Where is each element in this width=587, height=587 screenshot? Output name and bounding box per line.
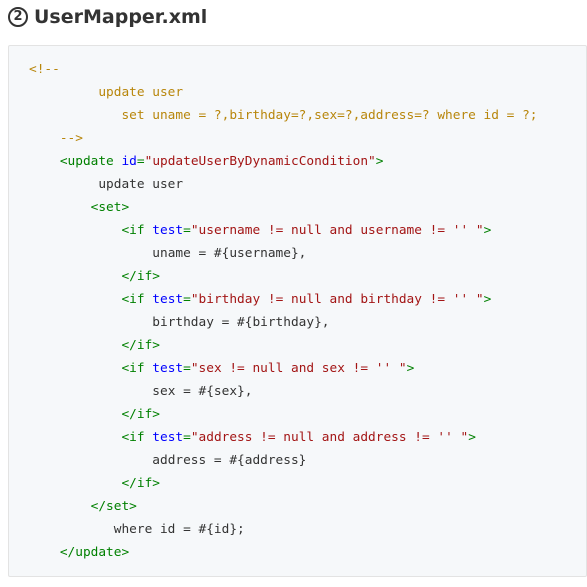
code-indent (29, 177, 98, 192)
circled-number-badge: 2 (8, 7, 28, 27)
code-token: <if (121, 223, 153, 238)
code-indent (29, 315, 152, 330)
code-token: test (152, 292, 184, 307)
code-line: </set> (29, 495, 538, 518)
code-line: </if> (29, 403, 538, 426)
code-token: = (136, 154, 145, 169)
code-line: birthday = #{birthday}, (29, 311, 538, 334)
code-token: test (152, 223, 184, 238)
code-token: id (121, 154, 137, 169)
code-line: --> (29, 127, 538, 150)
code-token: <if (121, 361, 153, 376)
code-token: </if> (121, 338, 160, 353)
code-indent (29, 545, 60, 560)
code-line: <!-- (29, 58, 538, 81)
code-indent (29, 453, 152, 468)
code-indent (29, 499, 91, 514)
code-indent (29, 407, 121, 422)
code-line: </if> (29, 265, 538, 288)
code-token: set uname = ?,birthday=?,sex=?,address=?… (121, 108, 538, 123)
code-token: <!-- (29, 62, 60, 77)
code-line: uname = #{username}, (29, 242, 538, 265)
code-token: "sex != null and sex != '' " (190, 361, 407, 376)
code-token: "updateUserByDynamicCondition" (144, 154, 376, 169)
code-token: where id = #{id}; (113, 522, 245, 537)
code-token: "address != null and address != '' " (190, 430, 469, 445)
code-token: <if (121, 430, 153, 445)
code-line: update user (29, 81, 538, 104)
code-token: = (183, 223, 191, 238)
code-token: <if (121, 292, 153, 307)
code-content[interactable]: <!-- update user set uname = ?,birthday=… (29, 58, 538, 564)
code-line: </update> (29, 541, 538, 564)
code-line: sex = #{sex}, (29, 380, 538, 403)
code-token: test (152, 361, 184, 376)
code-token: > (468, 430, 476, 445)
code-indent (29, 269, 121, 284)
code-token: "username != null and username != '' " (190, 223, 484, 238)
code-indent (29, 292, 121, 307)
code-indent (29, 200, 91, 215)
code-token: = (183, 292, 191, 307)
code-line: <set> (29, 196, 538, 219)
code-line: <update id="updateUserByDynamicCondition… (29, 150, 538, 173)
code-indent (29, 430, 121, 445)
code-indent (29, 384, 152, 399)
section-heading: 2 UserMapper.xml (8, 4, 207, 30)
code-token: birthday = #{birthday}, (152, 315, 330, 330)
code-indent (29, 338, 121, 353)
file-title: UserMapper.xml (34, 6, 208, 28)
code-indent (29, 476, 121, 491)
code-token: > (375, 154, 384, 169)
code-line: update user (29, 173, 538, 196)
code-token: = (183, 430, 191, 445)
code-block[interactable]: <!-- update user set uname = ?,birthday=… (8, 45, 587, 577)
code-token: test (152, 430, 184, 445)
code-indent (29, 154, 60, 169)
code-line: <if test="username != null and username … (29, 219, 538, 242)
code-token: </set> (90, 499, 137, 514)
code-indent (29, 361, 121, 376)
code-line: address = #{address} (29, 449, 538, 472)
code-line: where id = #{id}; (29, 518, 538, 541)
code-indent (29, 108, 121, 123)
code-line: </if> (29, 334, 538, 357)
code-token: update user (98, 85, 184, 100)
code-token: > (406, 361, 415, 376)
code-line: </if> (29, 472, 538, 495)
code-token: </if> (121, 476, 160, 491)
code-token: </update> (59, 545, 130, 560)
code-indent (29, 246, 152, 261)
code-token: <set> (90, 200, 130, 215)
code-line: <if test="address != null and address !=… (29, 426, 538, 449)
code-token: </if> (121, 269, 160, 284)
code-token: </if> (121, 407, 160, 422)
code-token: update user (98, 177, 184, 192)
code-token: > (483, 223, 492, 238)
code-token: uname = #{username}, (152, 246, 307, 261)
code-line: set uname = ?,birthday=?,sex=?,address=?… (29, 104, 538, 127)
code-indent (29, 85, 98, 100)
code-token: sex = #{sex}, (152, 384, 253, 399)
code-indent (29, 131, 60, 146)
code-token: --> (59, 131, 83, 146)
code-token: = (183, 361, 191, 376)
code-token: "birthday != null and birthday != '' " (190, 292, 484, 307)
code-line: <if test="sex != null and sex != '' "> (29, 357, 538, 380)
code-token: <update (59, 154, 122, 169)
code-token: address = #{address} (152, 453, 307, 468)
code-indent (29, 223, 121, 238)
code-line: <if test="birthday != null and birthday … (29, 288, 538, 311)
code-token: > (483, 292, 492, 307)
code-indent (29, 522, 114, 537)
